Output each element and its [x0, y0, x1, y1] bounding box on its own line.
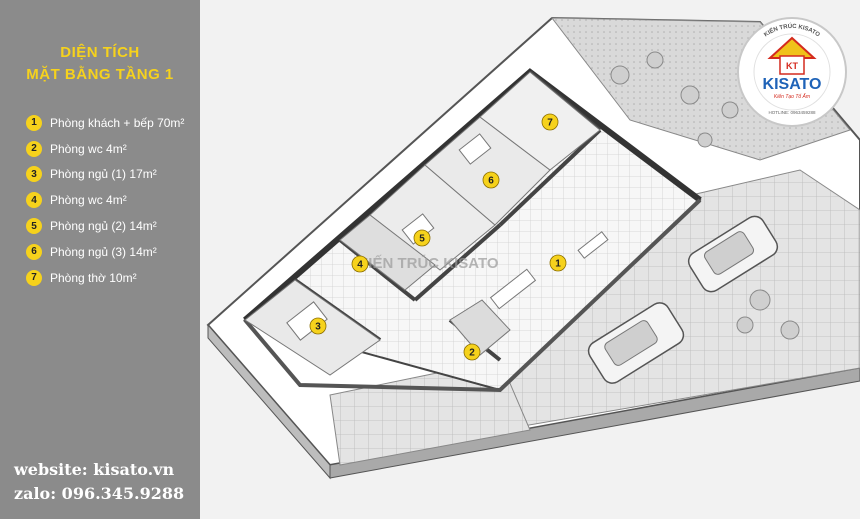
svg-text:6: 6: [488, 176, 494, 187]
svg-text:2: 2: [469, 348, 475, 359]
legend-number: 3: [26, 166, 42, 183]
legend-label: Phòng wc 4m²: [50, 141, 127, 156]
wc-room-2: [449, 299, 511, 356]
room-marker-1: 1: [549, 254, 567, 272]
floor-plan-render: KIẾN TRÚC KISATO 1 2 3 4 5 6 7: [206, 16, 860, 480]
legend-label: Phòng ngủ (1) 17m²: [50, 167, 157, 182]
room-marker-3: 3: [309, 317, 327, 335]
legend-item: 3 Phòng ngủ (1) 17m²: [26, 162, 200, 188]
legend-label: Phòng ngủ (2) 14m²: [50, 219, 157, 234]
shrubs: [610, 51, 800, 340]
svg-text:3: 3: [315, 322, 321, 333]
legend-item: 1 Phòng khách + bếp 70m²: [26, 110, 200, 136]
legend-label: Phòng thờ 10m²: [50, 270, 137, 285]
legend-label: Phòng khách + bếp 70m²: [50, 115, 185, 130]
legend-number: 1: [26, 114, 42, 131]
svg-text:4: 4: [357, 260, 363, 271]
house-body-icon: [779, 55, 805, 75]
room-marker-5: 5: [413, 229, 431, 247]
altar-room: [479, 71, 601, 171]
legend-item: 4 Phòng wc 4m²: [26, 187, 200, 213]
legend-number: 4: [26, 192, 42, 209]
logo-slogan: Kiến Tạo Tổ Ấm: [774, 93, 810, 100]
room-marker-2: 2: [463, 343, 481, 361]
legend-item: 7 Phòng thờ 10m²: [26, 265, 200, 291]
legend-item: 2 Phòng wc 4m²: [26, 136, 200, 162]
legend-label: Phòng ngủ (3) 14m²: [50, 244, 157, 259]
kisato-logo: KIẾN TRÚC KISATO KT KISATO Kiến Tạo Tổ Ấ…: [737, 17, 847, 127]
car: [687, 215, 779, 293]
room-marker-7: 7: [541, 113, 559, 131]
website-text: website: kisato.vn: [14, 460, 175, 479]
boundary-wall-front: [329, 367, 860, 479]
legend-number: 7: [26, 269, 42, 286]
legend-number: 6: [26, 243, 42, 260]
zalo-text: zalo: 096.345.9288: [14, 484, 185, 503]
logo-hotline: HOTLINE: 0963459288: [768, 110, 816, 115]
room-markers: 1 2 3 4 5 6 7: [309, 113, 567, 361]
logo-badge: KT: [786, 61, 798, 71]
exterior-wall-front: [243, 198, 702, 393]
panel-title-line2: MẶT BẰNG TẦNG 1: [26, 66, 174, 83]
legend-label: Phòng wc 4m²: [50, 193, 127, 208]
legend-panel: DIỆN TÍCH MẶT BẰNG TẦNG 1 1 Phòng khách +…: [0, 0, 200, 519]
legend-item: 6 Phòng ngủ (3) 14m²: [26, 239, 200, 265]
svg-text:7: 7: [547, 118, 553, 129]
room-marker-6: 6: [482, 171, 500, 189]
wc-room-4: [339, 214, 436, 291]
legend-item: 5 Phòng ngủ (2) 14m²: [26, 213, 200, 239]
legend-number: 2: [26, 140, 42, 157]
furniture: [286, 133, 609, 341]
watermark-text: KIẾN TRÚC KISATO: [357, 254, 498, 272]
room-marker-4: 4: [351, 255, 369, 273]
legend-number: 5: [26, 218, 42, 235]
svg-text:5: 5: [419, 234, 425, 245]
logo-brand: KISATO: [763, 76, 822, 93]
car: [587, 302, 685, 384]
panel-title-line1: DIỆN TÍCH: [60, 44, 140, 61]
svg-text:1: 1: [555, 259, 561, 270]
